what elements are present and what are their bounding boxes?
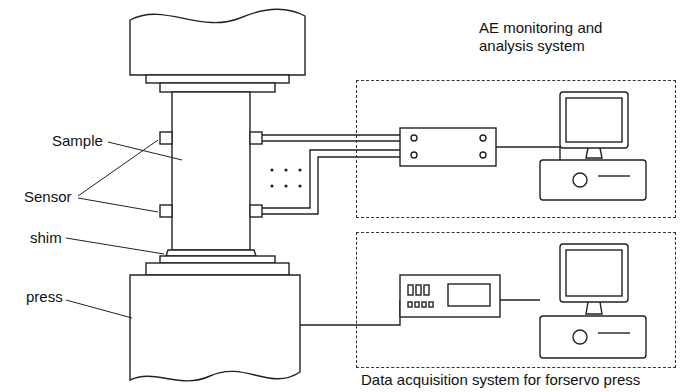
part-label: shim <box>30 229 62 247</box>
daq-controller <box>400 275 500 317</box>
daq-system-region: Data acquisition system for forservo pre… <box>356 232 676 368</box>
ae-computer <box>540 92 646 200</box>
sensor <box>160 132 172 144</box>
part-label: Sensor <box>24 188 72 206</box>
system-caption: Data acquisition system for forservo pre… <box>361 371 640 389</box>
upper-plate <box>160 83 275 92</box>
daq-computer <box>540 244 646 358</box>
upper-platen <box>146 75 289 83</box>
ae-amplifier <box>400 128 496 166</box>
part-label: press <box>26 288 63 306</box>
amplifier-knob <box>480 152 486 158</box>
daq-cable <box>500 299 540 300</box>
sensor <box>250 205 262 217</box>
lower-plate <box>160 256 275 263</box>
amplifier-knob <box>411 152 417 158</box>
shim <box>166 250 256 256</box>
more-channels-dots <box>270 168 301 187</box>
leader-lines <box>66 140 182 318</box>
upper-press <box>130 10 305 76</box>
amplifier-knob <box>480 135 486 141</box>
ae-system-region: AE monitoring and analysis system <box>356 80 676 218</box>
sensor-cables <box>262 135 400 214</box>
part-label: Sample <box>52 132 103 150</box>
lower-press <box>130 275 300 381</box>
system-caption: AE monitoring and analysis system <box>479 19 654 55</box>
sample-column <box>172 92 250 250</box>
press-signal-cable <box>300 300 400 325</box>
amplifier-knob <box>411 135 417 141</box>
sensor <box>250 132 262 144</box>
sensor <box>160 205 172 217</box>
lower-platen <box>146 263 289 275</box>
